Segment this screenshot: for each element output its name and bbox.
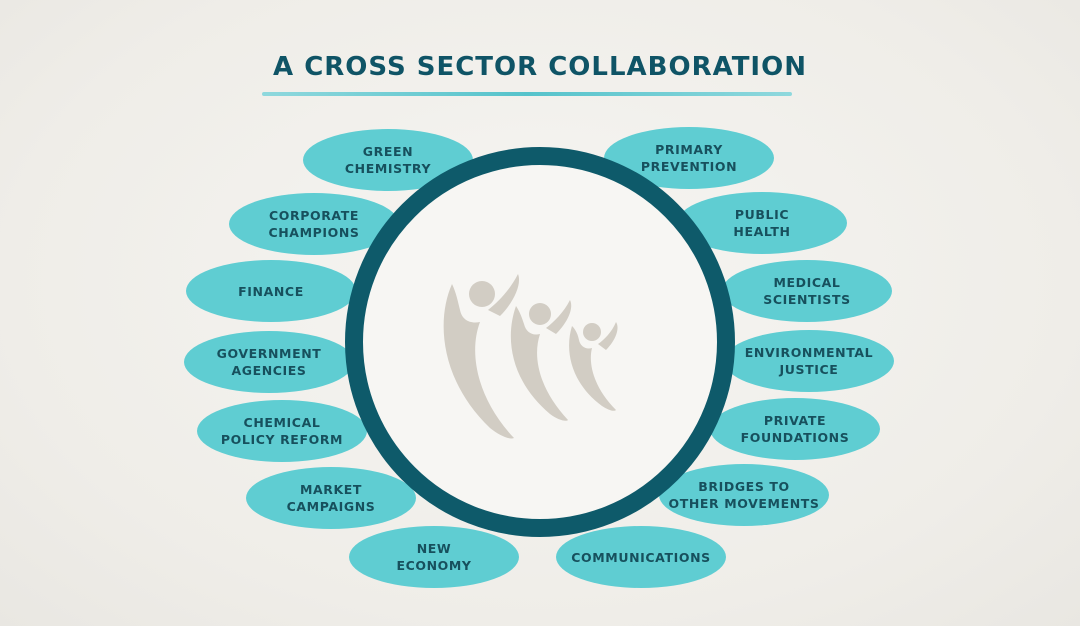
sector-public-health: PUBLIC HEALTH <box>677 192 847 254</box>
sector-new-economy: NEW ECONOMY <box>349 526 519 588</box>
title-underline <box>262 92 792 96</box>
sector-finance: FINANCE <box>186 260 356 322</box>
sector-green-chemistry: GREEN CHEMISTRY <box>303 129 473 191</box>
sector-medical-scientists: MEDICAL SCIENTISTS <box>722 260 892 322</box>
sector-bridges-to-other-movements: BRIDGES TO OTHER MOVEMENTS <box>659 464 829 526</box>
sector-environmental-justice: ENVIRONMENTAL JUSTICE <box>724 330 894 392</box>
diagram-title: A CROSS SECTOR COLLABORATION <box>273 52 807 82</box>
three-figures-logo-icon <box>443 274 618 439</box>
sector-chemical-policy-reform: CHEMICAL POLICY REFORM <box>197 400 367 462</box>
sector-market-campaigns: MARKET CAMPAIGNS <box>246 467 416 529</box>
sector-government-agencies: GOVERNMENT AGENCIES <box>184 331 354 393</box>
sector-communications: COMMUNICATIONS <box>556 526 726 588</box>
sector-private-foundations: PRIVATE FOUNDATIONS <box>710 398 880 460</box>
